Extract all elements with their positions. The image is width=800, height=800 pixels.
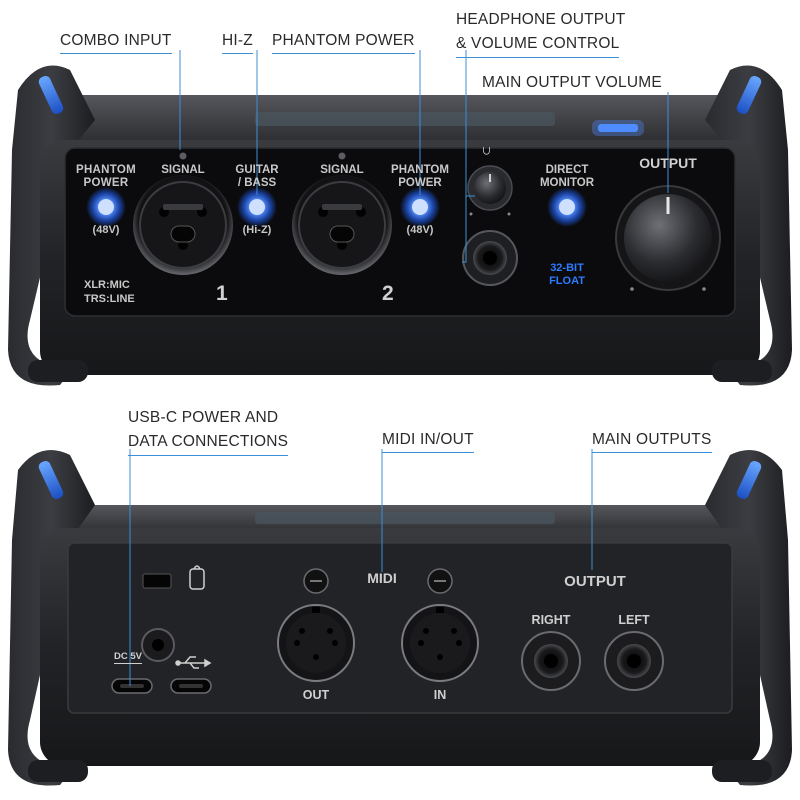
midi-in-port[interactable]: [401, 568, 479, 682]
hi-z-led[interactable]: [237, 187, 277, 227]
midi-in-label: IN: [433, 688, 447, 702]
headphone-jack[interactable]: [462, 230, 518, 286]
phantom-48v-label-1: (48V): [92, 224, 120, 236]
dc-power-jack[interactable]: [141, 628, 175, 662]
dc-5v-label: DC 5V: [114, 651, 142, 664]
callout-midi-in-out: MIDI IN/OUT: [382, 429, 474, 453]
rear-callout-lines: [129, 449, 593, 686]
output-right-jack[interactable]: [521, 631, 581, 691]
callout-hi-z: HI-Z: [222, 30, 253, 54]
direct-monitor-label: DIRECT MONITOR: [539, 164, 595, 189]
guitar-bass-label: GUITAR / BASS: [235, 164, 279, 189]
midi-out-label: OUT: [302, 688, 330, 702]
callout-main-outputs: MAIN OUTPUTS: [592, 429, 712, 453]
rear-output-label: OUTPUT: [564, 573, 626, 590]
callout-usbc: USB-C POWER AND DATA CONNECTIONS: [128, 406, 289, 456]
output-left-label: LEFT: [618, 613, 650, 627]
usbc-power-port[interactable]: [111, 678, 153, 694]
phantom-power-label-1: PHANTOM POWER: [75, 164, 137, 189]
usb-icon: [175, 656, 212, 669]
midi-out-port[interactable]: [277, 568, 355, 682]
combo-jack-1[interactable]: [133, 152, 233, 276]
usbc-data-port[interactable]: [170, 678, 212, 694]
signal-label-2: SIGNAL: [320, 164, 364, 176]
front-callout-lines: [179, 50, 669, 263]
callout-combo-input: COMBO INPUT: [60, 30, 172, 54]
xlr-trs-label: XLR:MIC TRS:LINE: [84, 279, 135, 305]
direct-monitor-led[interactable]: [547, 187, 587, 227]
phantom-power-led-2[interactable]: [400, 187, 440, 227]
combo-jack-2[interactable]: [292, 152, 392, 276]
hi-z-sub-label: (Hi-Z): [242, 224, 272, 236]
output-right-label: RIGHT: [531, 613, 571, 627]
headphone-volume-knob[interactable]: [467, 165, 513, 216]
rear-unit: [8, 450, 792, 786]
channel-2-label: 2: [382, 282, 394, 305]
output-knob-label: OUTPUT: [639, 155, 697, 171]
kensington-slot: [142, 565, 205, 590]
channel-1-label: 1: [216, 282, 228, 305]
callout-phantom-power: PHANTOM POWER: [272, 30, 415, 54]
phantom-48v-label-2: (48V): [406, 224, 434, 236]
midi-label: MIDI: [367, 570, 397, 586]
callout-headphone: HEADPHONE OUTPUT & VOLUME CONTROL: [456, 8, 625, 58]
main-output-knob[interactable]: [615, 185, 721, 291]
headphone-icon: ∩: [481, 143, 492, 160]
signal-label-1: SIGNAL: [161, 164, 205, 176]
output-left-jack[interactable]: [604, 631, 664, 691]
phantom-power-label-2: PHANTOM POWER: [391, 164, 449, 189]
phantom-power-led-1[interactable]: [86, 187, 126, 227]
32bit-float-label: 32-BIT FLOAT: [549, 262, 585, 287]
